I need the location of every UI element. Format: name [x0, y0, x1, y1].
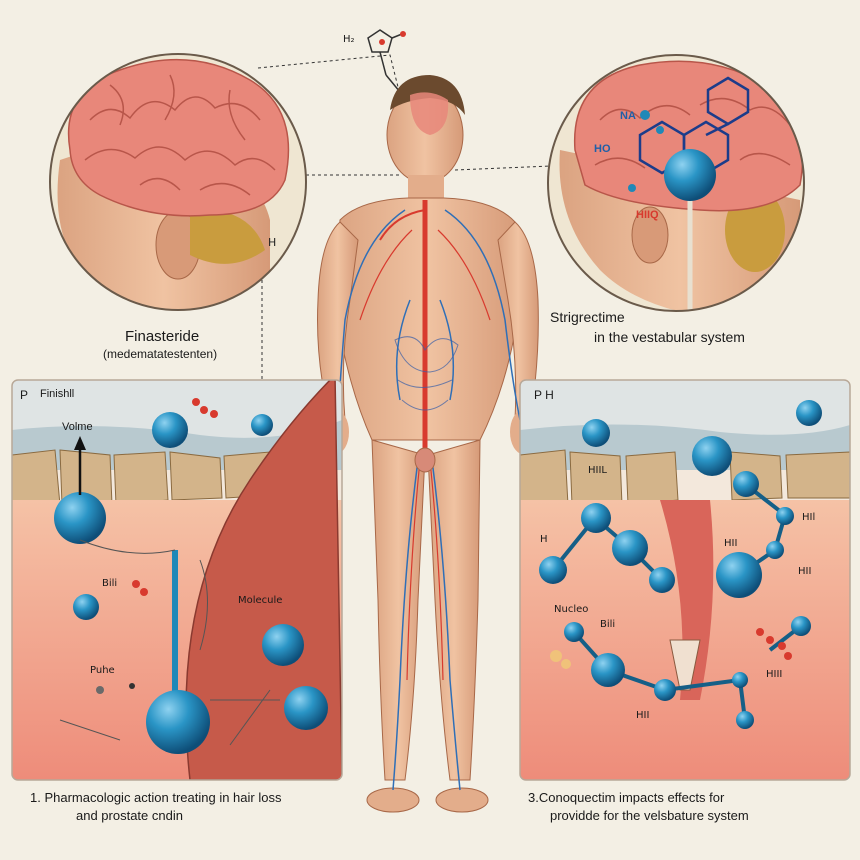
right-panel-hiil-label: HIIL — [588, 465, 607, 476]
right-panel-h-label: H — [540, 534, 548, 545]
right-panel-hil-right-label: HIl — [802, 512, 816, 523]
right-caption-line2: in the vestabular system — [594, 329, 745, 345]
right-panel-hii-mid-label: HII — [724, 538, 738, 549]
left-panel-corner-text: Finishll — [40, 388, 75, 400]
right-circle-ho-label: HO — [594, 143, 611, 155]
left-panel-volume-label: Volme — [62, 421, 93, 433]
footer-right-line1: 3.Conoquectim impacts effects for — [528, 790, 725, 805]
right-tissue-panel — [519, 379, 851, 781]
left-panel-molecule-label: Molecule — [238, 595, 283, 606]
right-panel-nucleo-label: Nucleo — [554, 604, 589, 615]
top-molecule-label: H₂ — [343, 34, 355, 45]
right-panel-hili-label: HIII — [766, 669, 783, 680]
right-panel-hil-bottom-label: HII — [636, 710, 650, 721]
left-panel-puhe-label: Puhe — [90, 665, 115, 676]
right-head-circle — [547, 54, 805, 312]
right-circle-hiiq-label: HIIQ — [636, 209, 659, 221]
left-tissue-panel — [11, 379, 343, 781]
footer-right-line2: providde for the velsbature system — [550, 808, 749, 823]
left-head-circle — [49, 53, 307, 311]
footer-left-line2: and prostate cndin — [76, 808, 183, 823]
left-panel-bili-label: Bili — [102, 578, 118, 589]
left-caption-subtitle: (medematatestenten) — [103, 347, 218, 361]
right-panel-hii-right2-label: HII — [798, 566, 812, 577]
footer-left-line1: 1. Pharmacologic action treating in hair… — [30, 790, 282, 805]
right-caption-line1: Strigrectime — [550, 309, 625, 325]
right-panel-corner-text: P H — [534, 388, 554, 402]
left-panel-corner-p: P — [20, 388, 29, 402]
top-molecule — [367, 29, 406, 93]
left-caption-title: Finasteride — [125, 328, 200, 345]
right-panel-bili-label: Bili — [600, 619, 616, 630]
right-circle-na-label: NA — [620, 110, 636, 122]
human-body-figure — [317, 75, 539, 813]
left-circle-h-label: H — [268, 236, 276, 249]
